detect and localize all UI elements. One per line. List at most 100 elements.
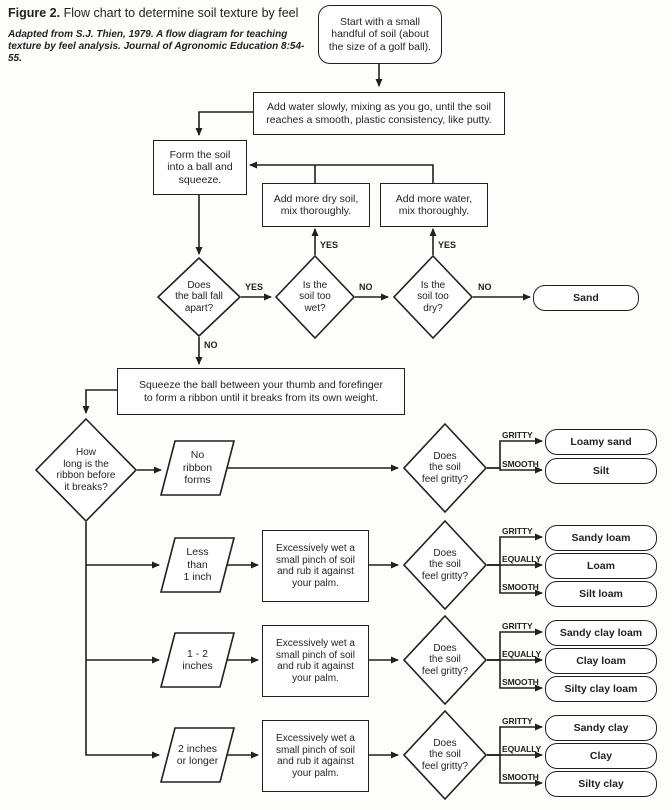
terminal-sandy-loam: Sandy loam: [545, 525, 657, 551]
decision-soil-too-dry-text: Is the soil too dry?: [417, 279, 449, 314]
terminal-clay: Clay: [545, 743, 657, 769]
node-wet-pinch-text: Excessively wet a small pinch of soil an…: [276, 543, 355, 589]
node-wet-pinch-text: Excessively wet a small pinch of soil an…: [276, 733, 355, 779]
node-wet-pinch-row2: Excessively wet a small pinch of soil an…: [262, 530, 369, 602]
terminal-text: Sandy loam: [571, 531, 631, 544]
node-squeeze-ribbon-text: Squeeze the ball between your thumb and …: [139, 379, 383, 404]
node-add-water: Add water slowly, mixing as you go, unti…: [253, 92, 505, 135]
decision-feel-gritty-text: Does the soil feel gritty?: [421, 450, 469, 485]
terminal-sand: Sand: [533, 285, 639, 311]
ribbon-option-2plus-text: 2 inches or longer: [176, 742, 219, 767]
connector-squeeze-to-ribbonlength: [82, 389, 117, 414]
node-wet-pinch-row4: Excessively wet a small pinch of soil an…: [262, 720, 369, 792]
label-no-toodry: NO: [478, 282, 492, 292]
label-gritty-row3: GRITTY: [502, 621, 533, 631]
connector-gritty3-siltyclayloam: [487, 659, 543, 692]
ribbon-option-none: No ribbon forms: [160, 440, 235, 496]
terminal-silt: Silt: [545, 458, 657, 484]
ribbon-option-1to2inches-text: 1 - 2 inches: [182, 647, 213, 672]
label-no-toowet: NO: [359, 282, 373, 292]
terminal-sandy-clay-loam: Sandy clay loam: [545, 620, 657, 646]
node-add-more-water: Add more water, mix thoroughly.: [380, 183, 488, 227]
label-smooth-row2: SMOOTH: [502, 582, 539, 592]
node-wet-pinch-row3: Excessively wet a small pinch of soil an…: [262, 625, 369, 697]
terminal-text: Sandy clay loam: [559, 626, 643, 639]
terminal-text: Clay: [589, 749, 613, 762]
terminal-silt-loam: Silt loam: [545, 581, 657, 607]
decision-ribbon-length-text: How long is the ribbon before it breaks?: [56, 447, 116, 493]
diamond-shape: [35, 418, 137, 522]
figure-caption: Adapted from S.J. Thien, 1979. A flow di…: [8, 29, 305, 65]
terminal-clay-loam: Clay loam: [545, 648, 657, 674]
label-equally-row4: EQUALLY: [502, 744, 542, 754]
ribbon-option-lt1inch-text: Less than 1 inch: [183, 546, 212, 584]
node-start: Start with a small handful of soil (abou…: [318, 5, 442, 64]
terminal-text: Sandy clay: [573, 721, 629, 734]
label-gritty-row2: GRITTY: [502, 526, 533, 536]
decision-feel-gritty-row1: Does the soil feel gritty?: [403, 423, 487, 513]
decision-feel-gritty-row4: Does the soil feel gritty?: [403, 710, 487, 800]
decision-ball-fall-apart-text: Does the ball fall apart?: [175, 279, 223, 314]
terminal-text: Silty clay loam: [564, 682, 638, 695]
label-smooth-row1: SMOOTH: [502, 459, 539, 469]
ribbon-option-lt1inch: Less than 1 inch: [160, 537, 235, 593]
terminal-sand-text: Sand: [573, 291, 599, 304]
node-wet-pinch-text: Excessively wet a small pinch of soil an…: [276, 638, 355, 684]
figure-title: Figure 2. Flow chart to determine soil t…: [8, 6, 298, 20]
node-add-dry-soil: Add more dry soil, mix thoroughly.: [262, 183, 370, 227]
node-squeeze-ribbon: Squeeze the ball between your thumb and …: [117, 368, 405, 415]
figure-title-text: Flow chart to determine soil texture by …: [63, 6, 299, 20]
decision-ball-fall-apart: Does the ball fall apart?: [157, 257, 241, 337]
decision-ribbon-length: How long is the ribbon before it breaks?: [35, 418, 137, 522]
label-smooth-row3: SMOOTH: [502, 677, 539, 687]
label-equally-row2: EQUALLY: [502, 554, 542, 564]
connector-gritty4-siltyclay: [487, 754, 543, 787]
label-gritty-row4: GRITTY: [502, 716, 533, 726]
label-yes-fallapart: YES: [245, 282, 264, 292]
decision-feel-gritty-text: Does the soil feel gritty?: [421, 547, 469, 582]
terminal-text: Silty clay: [578, 777, 624, 790]
decision-feel-gritty-text: Does the soil feel gritty?: [421, 642, 469, 677]
label-smooth-row4: SMOOTH: [502, 772, 539, 782]
terminal-text: Silt: [592, 464, 610, 477]
label-no-fallapart: NO: [204, 340, 218, 350]
decision-feel-gritty-row2: Does the soil feel gritty?: [403, 520, 487, 610]
label-equally-row3: EQUALLY: [502, 649, 542, 659]
label-yes-toodry: YES: [438, 240, 457, 250]
decision-soil-too-wet-text: Is the soil too wet?: [299, 279, 331, 314]
label-yes-toowet: YES: [320, 240, 339, 250]
parallelogram-shape: [160, 632, 235, 688]
connector-addwater-to-formball: [195, 111, 253, 136]
parallelogram-shape: [160, 727, 235, 783]
diamond-shape: [157, 257, 241, 337]
parallelogram-shape: [160, 537, 235, 593]
node-start-text: Start with a small handful of soil (abou…: [328, 15, 432, 53]
node-add-water-text: Add water slowly, mixing as you go, unti…: [266, 101, 492, 126]
diamond-shape: [403, 710, 487, 800]
terminal-text: Clay loam: [576, 654, 626, 667]
terminal-text: Loam: [586, 559, 615, 572]
connector-feedback-to-formball: [249, 161, 434, 183]
decision-feel-gritty-row3: Does the soil feel gritty?: [403, 615, 487, 705]
decision-soil-too-wet: Is the soil too wet?: [275, 255, 355, 339]
ribbon-option-2plus: 2 inches or longer: [160, 727, 235, 783]
terminal-loamy-sand: Loamy sand: [545, 429, 657, 455]
label-gritty-row1: GRITTY: [502, 430, 533, 440]
terminal-text: Silt loam: [579, 587, 623, 600]
terminal-loam: Loam: [545, 553, 657, 579]
connector-gritty1-silt: [487, 466, 543, 474]
diamond-shape: [275, 255, 355, 339]
diamond-shape: [403, 423, 487, 513]
connector-spine-to-row4: [85, 522, 160, 759]
parallelogram-shape: [160, 440, 235, 496]
figure-label: Figure 2.: [8, 6, 61, 20]
diamond-shape: [393, 255, 473, 339]
terminal-sandy-clay: Sandy clay: [545, 715, 657, 741]
decision-feel-gritty-text: Does the soil feel gritty?: [421, 737, 469, 772]
terminal-silty-clay-loam: Silty clay loam: [545, 676, 657, 702]
node-form-ball: Form the soil into a ball and squeeze.: [153, 140, 247, 195]
ribbon-option-1to2inches: 1 - 2 inches: [160, 632, 235, 688]
terminal-text: Loamy sand: [570, 435, 632, 448]
node-form-ball-text: Form the soil into a ball and squeeze.: [167, 148, 233, 186]
